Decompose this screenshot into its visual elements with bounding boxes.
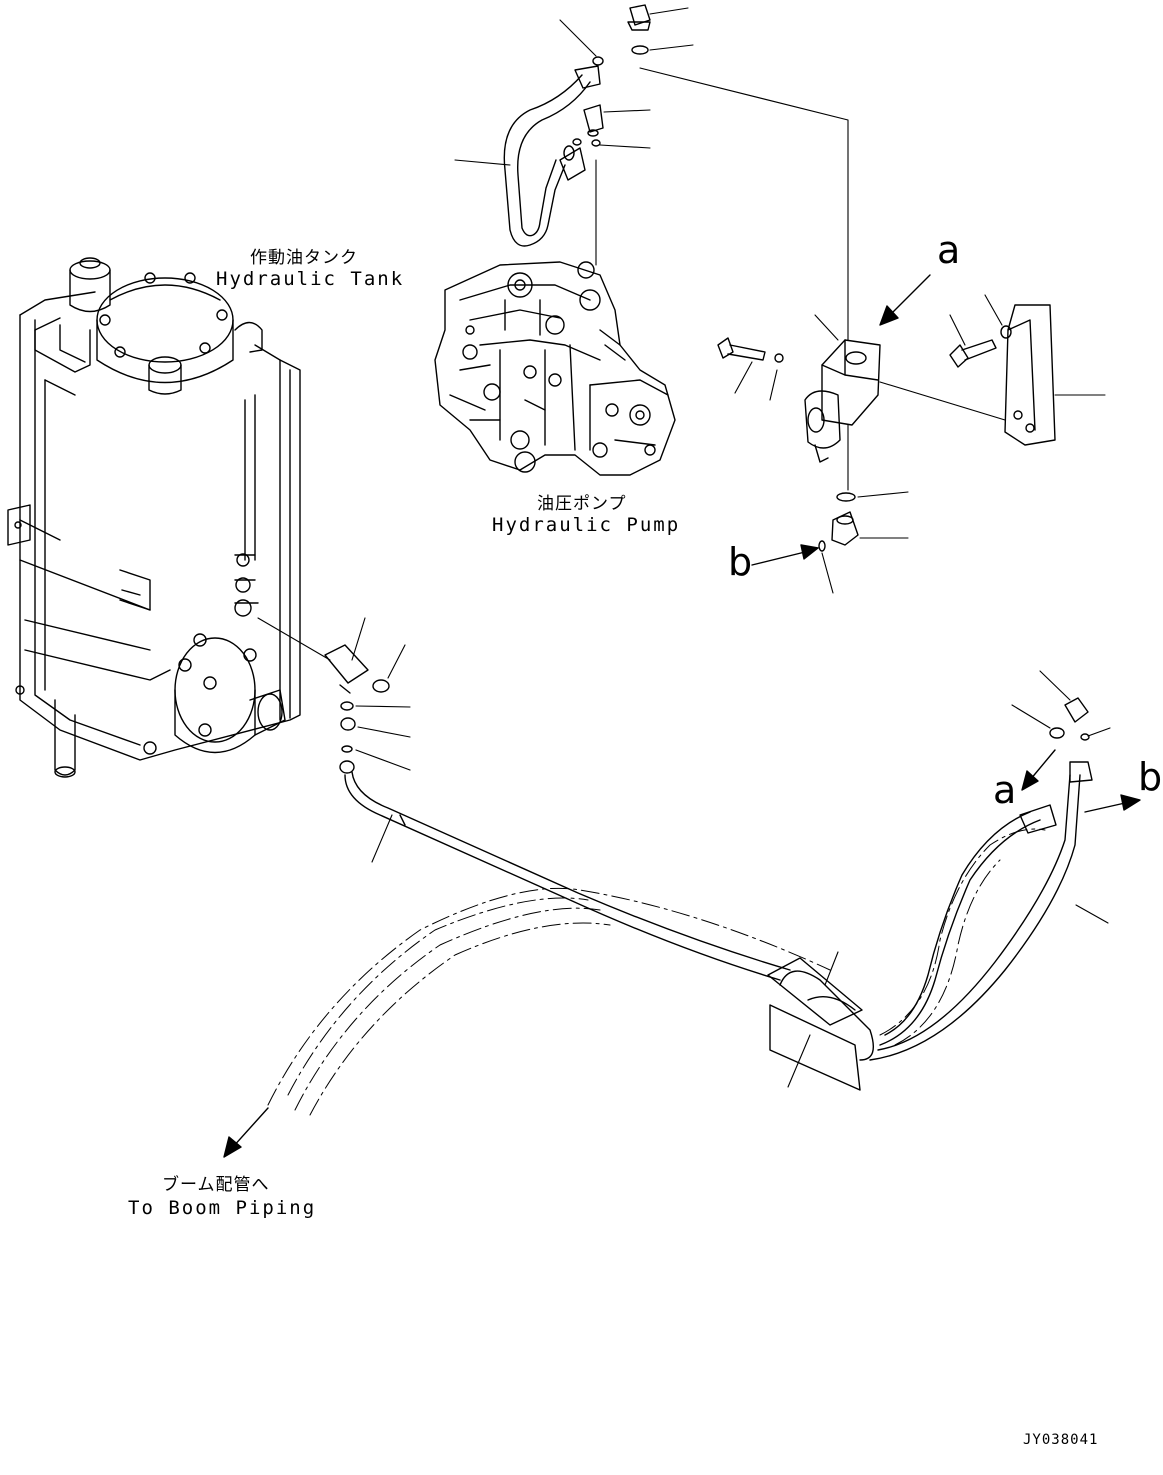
hydraulic-tank-label-jp: 作動油タンク bbox=[250, 248, 358, 268]
boom-piping-label-jp: ブーム配管へ bbox=[162, 1175, 270, 1195]
ref-a-valve: a bbox=[937, 228, 961, 272]
return-hose bbox=[344, 697, 1093, 1091]
hydraulic-pump-label-jp: 油圧ポンプ bbox=[537, 494, 627, 514]
drawing-code: JY038041 bbox=[1023, 1432, 1099, 1448]
solenoid-valve bbox=[717, 304, 1056, 552]
reference-arrows bbox=[223, 274, 1141, 1158]
ref-b-elbow: b bbox=[728, 540, 753, 584]
hydraulic-pump-label-en: Hydraulic Pump bbox=[492, 514, 681, 536]
hydraulic-pump bbox=[434, 261, 676, 476]
boom-piping-phantom bbox=[267, 828, 1046, 1116]
tank-elbow-fitting bbox=[324, 644, 390, 774]
ref-a-hose: a bbox=[993, 768, 1017, 812]
boom-piping-label-en: To Boom Piping bbox=[128, 1197, 317, 1219]
pump-suction-hose bbox=[503, 4, 651, 247]
hydraulic-tank bbox=[7, 257, 301, 778]
hydraulic-tank-label-en: Hydraulic Tank bbox=[216, 268, 405, 290]
ref-b-hose: b bbox=[1138, 755, 1163, 799]
leader-lines bbox=[257, 7, 1111, 1088]
